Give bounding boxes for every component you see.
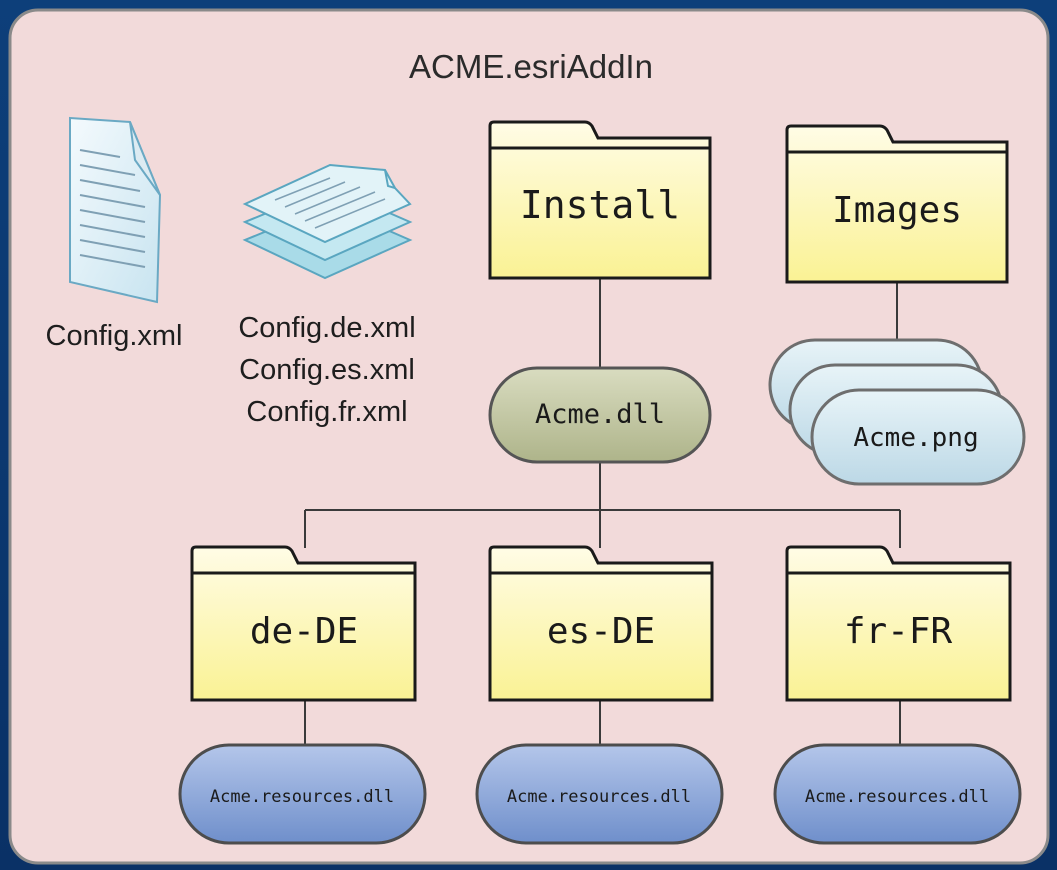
container-title: ACME.esriAddIn [409,48,653,85]
config-es-label: Config.es.xml [239,354,415,386]
document-stack-icon [242,163,413,280]
folder-icon [785,124,1009,284]
acme-dll-label: Acme.dll [535,399,665,430]
config-xml-label: Config.xml [46,320,183,352]
acme-dll-node: Acme.dll [488,366,712,464]
config-xml-file: Config.xml [46,116,183,352]
de-de-folder-label: de-DE [250,611,358,652]
folder-icon [190,545,417,702]
config-de-label: Config.de.xml [238,312,415,344]
resources-de-label: Acme.resources.dll [210,787,394,807]
install-folder: Install [488,120,712,280]
acme-png-node-stack: Acme.png [768,338,1026,486]
resources-fr-node: Acme.resources.dll [773,743,1022,845]
fr-fr-folder: fr-FR [785,545,1012,702]
document-icon [69,116,162,304]
connectors [304,278,901,745]
resources-fr-label: Acme.resources.dll [805,787,989,807]
config-fr-label: Config.fr.xml [246,396,407,428]
images-folder: Images [785,124,1009,284]
images-folder-label: Images [832,190,962,231]
de-de-folder: de-DE [190,545,417,702]
acme-png-label: Acme.png [853,423,978,453]
es-de-folder: es-DE [488,545,714,702]
folder-icon [488,120,712,280]
resources-es-label: Acme.resources.dll [507,787,691,807]
localized-config-files: Config.de.xml Config.es.xml Config.fr.xm… [238,163,416,428]
folder-icon [785,545,1012,702]
es-de-folder-label: es-DE [547,611,655,652]
resources-de-node: Acme.resources.dll [178,743,427,845]
install-folder-label: Install [520,183,680,227]
folder-icon [488,545,714,702]
resources-es-node: Acme.resources.dll [475,743,724,845]
fr-fr-folder-label: fr-FR [844,611,953,652]
